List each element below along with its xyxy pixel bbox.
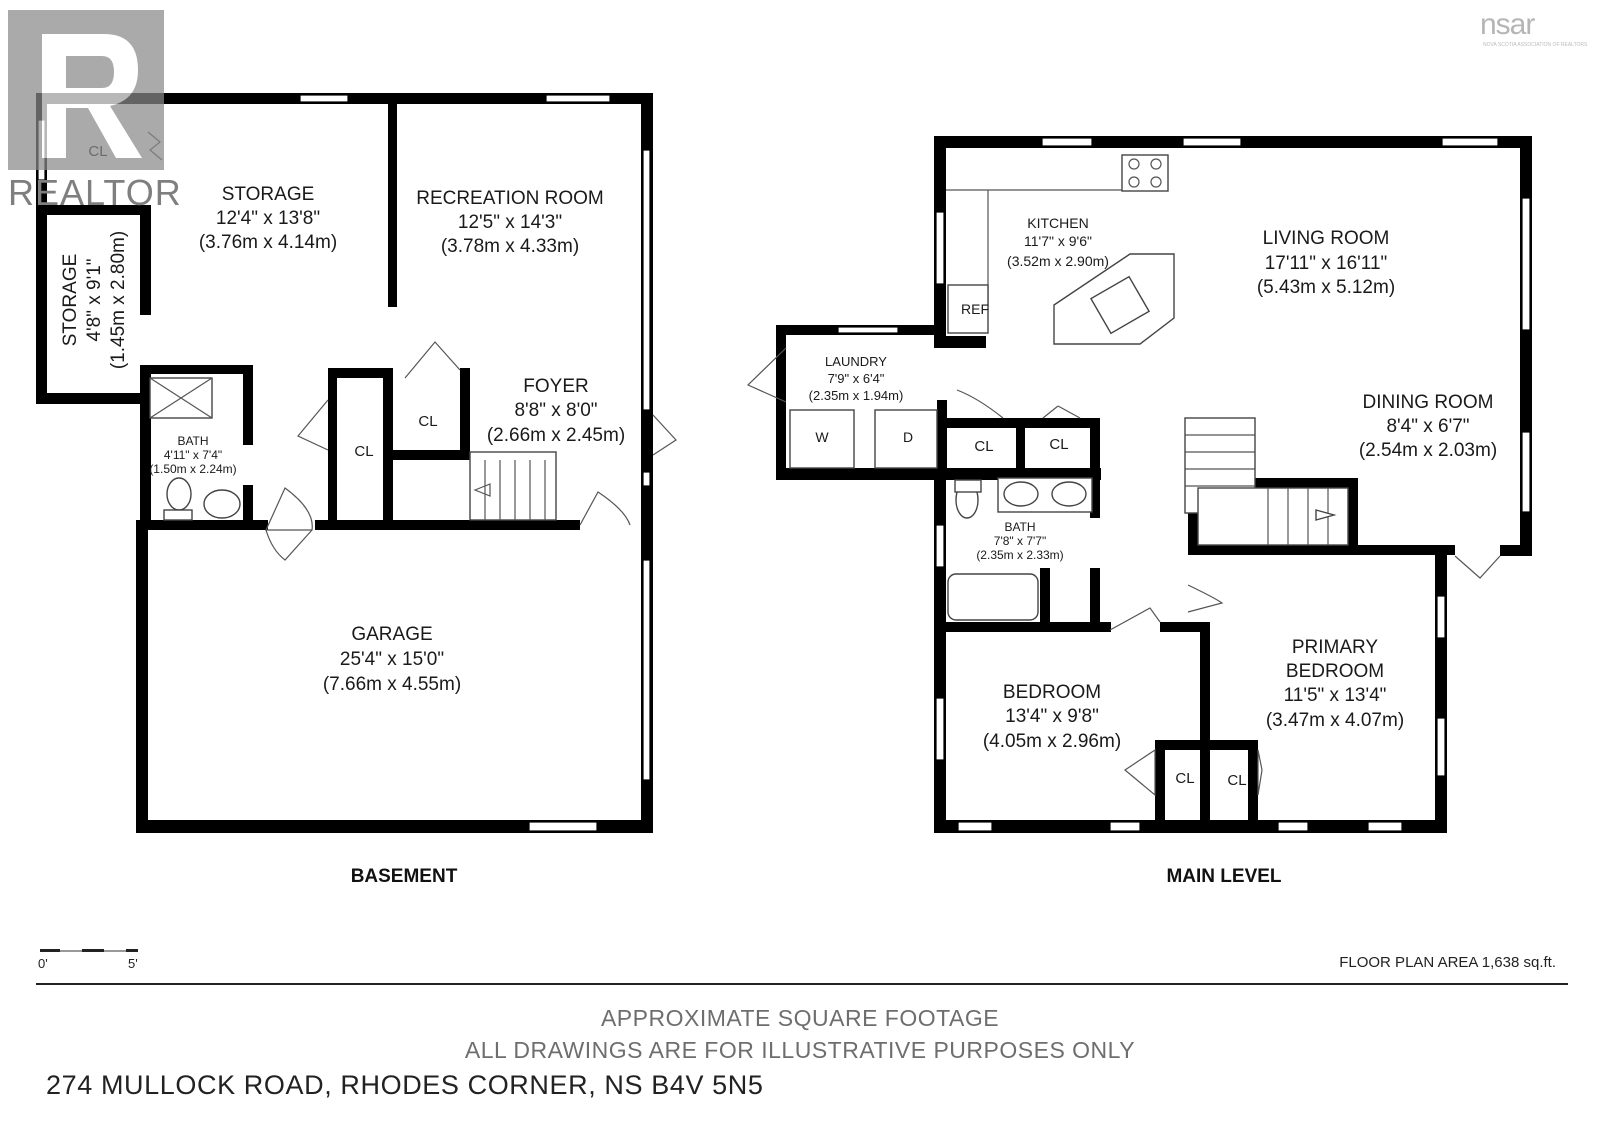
recreation-room-imperial: 12'5" x 14'3" xyxy=(458,212,562,233)
realtor-logo-icon xyxy=(8,10,164,170)
basement-windows xyxy=(37,94,651,832)
living-room-metric: (5.43m x 5.12m) xyxy=(1257,277,1395,298)
nsar-subtitle: NOVA SCOTIA ASSOCIATION OF REALTORS xyxy=(1483,42,1588,48)
main-level-fixtures xyxy=(746,154,1501,797)
main-level-labels: KITCHEN 11'7" x 9'6" (3.52m x 2.90m) REF… xyxy=(809,215,1497,887)
garage-name: GARAGE xyxy=(351,624,432,645)
basement-bath-metric: (1.50m x 2.24m) xyxy=(149,462,236,476)
main-bath-metric: (2.35m x 2.33m) xyxy=(976,548,1063,562)
realtor-wordmark: REALTOR xyxy=(8,172,182,213)
storage-room-name: STORAGE xyxy=(222,184,315,205)
dining-room-imperial: 8'4" x 6'7" xyxy=(1386,416,1469,437)
floor-plan-area: FLOOR PLAN AREA 1,638 sq.ft. xyxy=(1339,954,1556,971)
bedroom-name: BEDROOM xyxy=(1003,682,1101,703)
scale-bar-icon xyxy=(40,949,138,952)
scale-start-label: 0' xyxy=(38,956,48,971)
disclaimer-line-1: APPROXIMATE SQUARE FOOTAGE xyxy=(600,1005,1000,1031)
basement-labels: CL STORAGE 12'4" x 13'8" (3.76m x 4.14m)… xyxy=(60,143,625,887)
dining-room-name: DINING ROOM xyxy=(1363,392,1494,413)
main-closet-d-label: CL xyxy=(1227,772,1246,789)
main-closet-c-label: CL xyxy=(1175,770,1194,787)
basement-closet-a-label: CL xyxy=(418,413,437,430)
primary-bedroom-name-line2: BEDROOM xyxy=(1286,661,1384,682)
foyer-metric: (2.66m x 2.45m) xyxy=(487,425,625,446)
primary-bedroom-imperial: 11'5" x 13'4" xyxy=(1284,685,1387,706)
main-level-walls xyxy=(776,136,1532,833)
kitchen-metric: (3.52m x 2.90m) xyxy=(1007,253,1109,269)
storage-room-imperial: 12'4" x 13'8" xyxy=(216,208,320,229)
scale-end-label: 5' xyxy=(128,956,138,971)
main-closet-a-label: CL xyxy=(974,438,993,455)
dryer-label: D xyxy=(903,429,913,445)
kitchen-name: KITCHEN xyxy=(1027,215,1088,231)
basement-bath-name: BATH xyxy=(177,434,208,448)
divider-line xyxy=(36,983,1568,985)
side-storage-name: STORAGE xyxy=(60,254,81,347)
disclaimer-line-2: ALL DRAWINGS ARE FOR ILLUSTRATIVE PURPOS… xyxy=(464,1037,1136,1063)
main-bath-imperial: 7'8" x 7'7" xyxy=(994,534,1046,548)
basement-title: BASEMENT xyxy=(351,866,458,887)
laundry-name: LAUNDRY xyxy=(825,354,887,369)
refrigerator-label: REF xyxy=(961,301,989,317)
washer-label: W xyxy=(815,429,829,445)
recreation-room-metric: (3.78m x 4.33m) xyxy=(441,236,579,257)
bedroom-imperial: 13'4" x 9'8" xyxy=(1005,706,1099,727)
living-room-imperial: 17'11" x 16'11" xyxy=(1265,253,1388,274)
storage-room-metric: (3.76m x 4.14m) xyxy=(199,232,337,253)
nsar-logo: nsar xyxy=(1480,8,1535,41)
property-address: 274 MULLOCK ROAD, RHODES CORNER, NS B4V … xyxy=(46,1070,764,1100)
foyer-imperial: 8'8" x 8'0" xyxy=(514,400,597,421)
laundry-metric: (2.35m x 1.94m) xyxy=(809,388,904,403)
garage-imperial: 25'4" x 15'0" xyxy=(340,649,444,670)
primary-bedroom-name-line1: PRIMARY xyxy=(1292,637,1379,658)
garage-metric: (7.66m x 4.55m) xyxy=(323,674,461,695)
living-room-name: LIVING ROOM xyxy=(1263,228,1390,249)
side-storage-imperial: 4'8" x 9'1" xyxy=(84,258,105,341)
main-level-title: MAIN LEVEL xyxy=(1166,866,1281,887)
kitchen-imperial: 11'7" x 9'6" xyxy=(1024,233,1092,249)
main-bath-name: BATH xyxy=(1004,520,1035,534)
dining-room-metric: (2.54m x 2.03m) xyxy=(1359,440,1497,461)
primary-bedroom-metric: (3.47m x 4.07m) xyxy=(1266,710,1404,731)
foyer-name: FOYER xyxy=(523,376,588,397)
basement-bath-imperial: 4'11" x 7'4" xyxy=(164,448,222,462)
bedroom-metric: (4.05m x 2.96m) xyxy=(983,731,1121,752)
side-storage-metric: (1.45m x 2.80m) xyxy=(108,231,129,369)
basement-closet-b-label: CL xyxy=(354,443,373,460)
recreation-room-name: RECREATION ROOM xyxy=(416,188,604,209)
main-level-windows xyxy=(837,137,1531,832)
main-closet-b-label: CL xyxy=(1049,436,1068,453)
laundry-imperial: 7'9" x 6'4" xyxy=(828,371,885,386)
